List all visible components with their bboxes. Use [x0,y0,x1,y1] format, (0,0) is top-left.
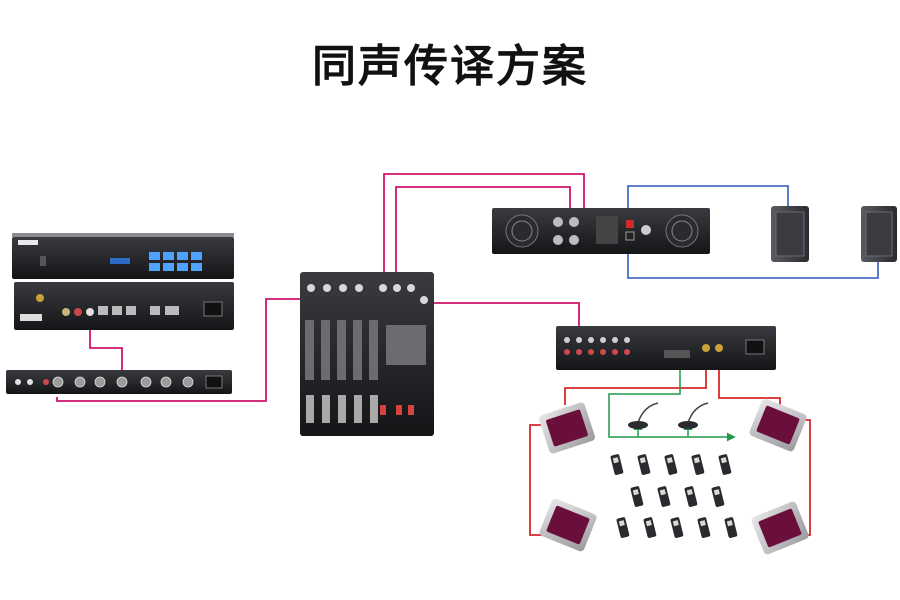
ir-receiver-unit [657,486,671,507]
speaker-cables [627,185,879,279]
control-unit-icon [12,233,234,279]
ir-receiver-unit [691,454,705,475]
page-title: 同声传译方案 [312,41,588,92]
ir-receiver-unit [670,517,684,538]
ir-receiver-unit [643,517,657,538]
ir-receiver-unit [684,486,698,507]
signal-cables [608,360,736,442]
ir-receiver-unit [616,517,630,538]
audio-mixer-icon [300,272,434,436]
loudspeaker-icon [771,206,897,262]
ir-receiver-unit [664,454,678,475]
power-amplifier-icon [492,208,710,254]
rear-panel-icon [14,282,234,330]
ir-receiver-unit [718,454,732,475]
ir-radiator-icon [539,398,809,555]
ir-receiver-unit [637,454,651,475]
ir-receiver-unit [630,486,644,507]
ir-receiver-unit [697,517,711,538]
delegate-microphone-icon [628,402,709,429]
ir-receiver-unit [610,454,624,475]
ir-transmitter-icon [556,326,776,370]
ir-receiver-icon [610,454,738,538]
ir-receiver-unit [711,486,725,507]
ir-receiver-unit [724,517,738,538]
channel-rack-icon [6,370,232,394]
